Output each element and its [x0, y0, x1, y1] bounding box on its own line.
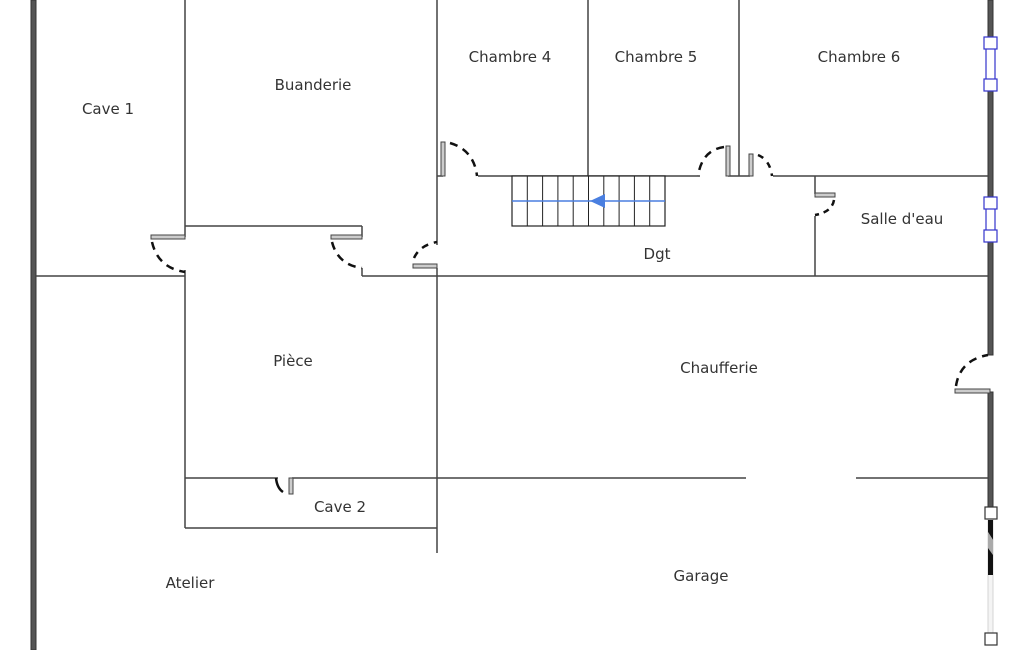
door-buanderie [330, 234, 363, 270]
door-dgt-left [412, 240, 438, 269]
door-cave-2 [274, 477, 294, 495]
room-label-salle-d-eau: Salle d'eau [860, 210, 944, 228]
room-label-garage: Garage [673, 567, 729, 585]
door-chambre-6 [748, 153, 774, 177]
room-label-chaufferie: Chaufferie [680, 359, 758, 377]
garage-door [984, 506, 998, 646]
room-label-cave-2: Cave 2 [313, 498, 367, 516]
stair-direction-arrow-icon [590, 194, 605, 208]
exterior-wall-left [30, 0, 37, 650]
room-label-chambre-4: Chambre 4 [468, 48, 552, 66]
interior-walls [36, 0, 988, 553]
window-chambre-6 [983, 36, 998, 92]
room-label-piece: Pièce [273, 352, 313, 370]
room-label-cave-1: Cave 1 [81, 100, 135, 118]
room-label-chambre-5: Chambre 5 [614, 48, 698, 66]
door-salle-d-eau [814, 192, 836, 217]
door-chambre-5 [696, 145, 731, 177]
room-label-buanderie: Buanderie [274, 76, 352, 94]
door-cave-1 [150, 234, 186, 274]
exterior-wall-right-lower [987, 391, 994, 513]
door-chambre-4 [440, 141, 479, 177]
room-label-dgt: Dgt [643, 245, 671, 263]
exterior-wall-right-upper [987, 0, 994, 356]
door-chaufferie-exterior [954, 353, 991, 394]
room-label-atelier: Atelier [165, 574, 215, 592]
room-label-chambre-6: Chambre 6 [817, 48, 901, 66]
window-salle-d-eau [983, 196, 998, 243]
